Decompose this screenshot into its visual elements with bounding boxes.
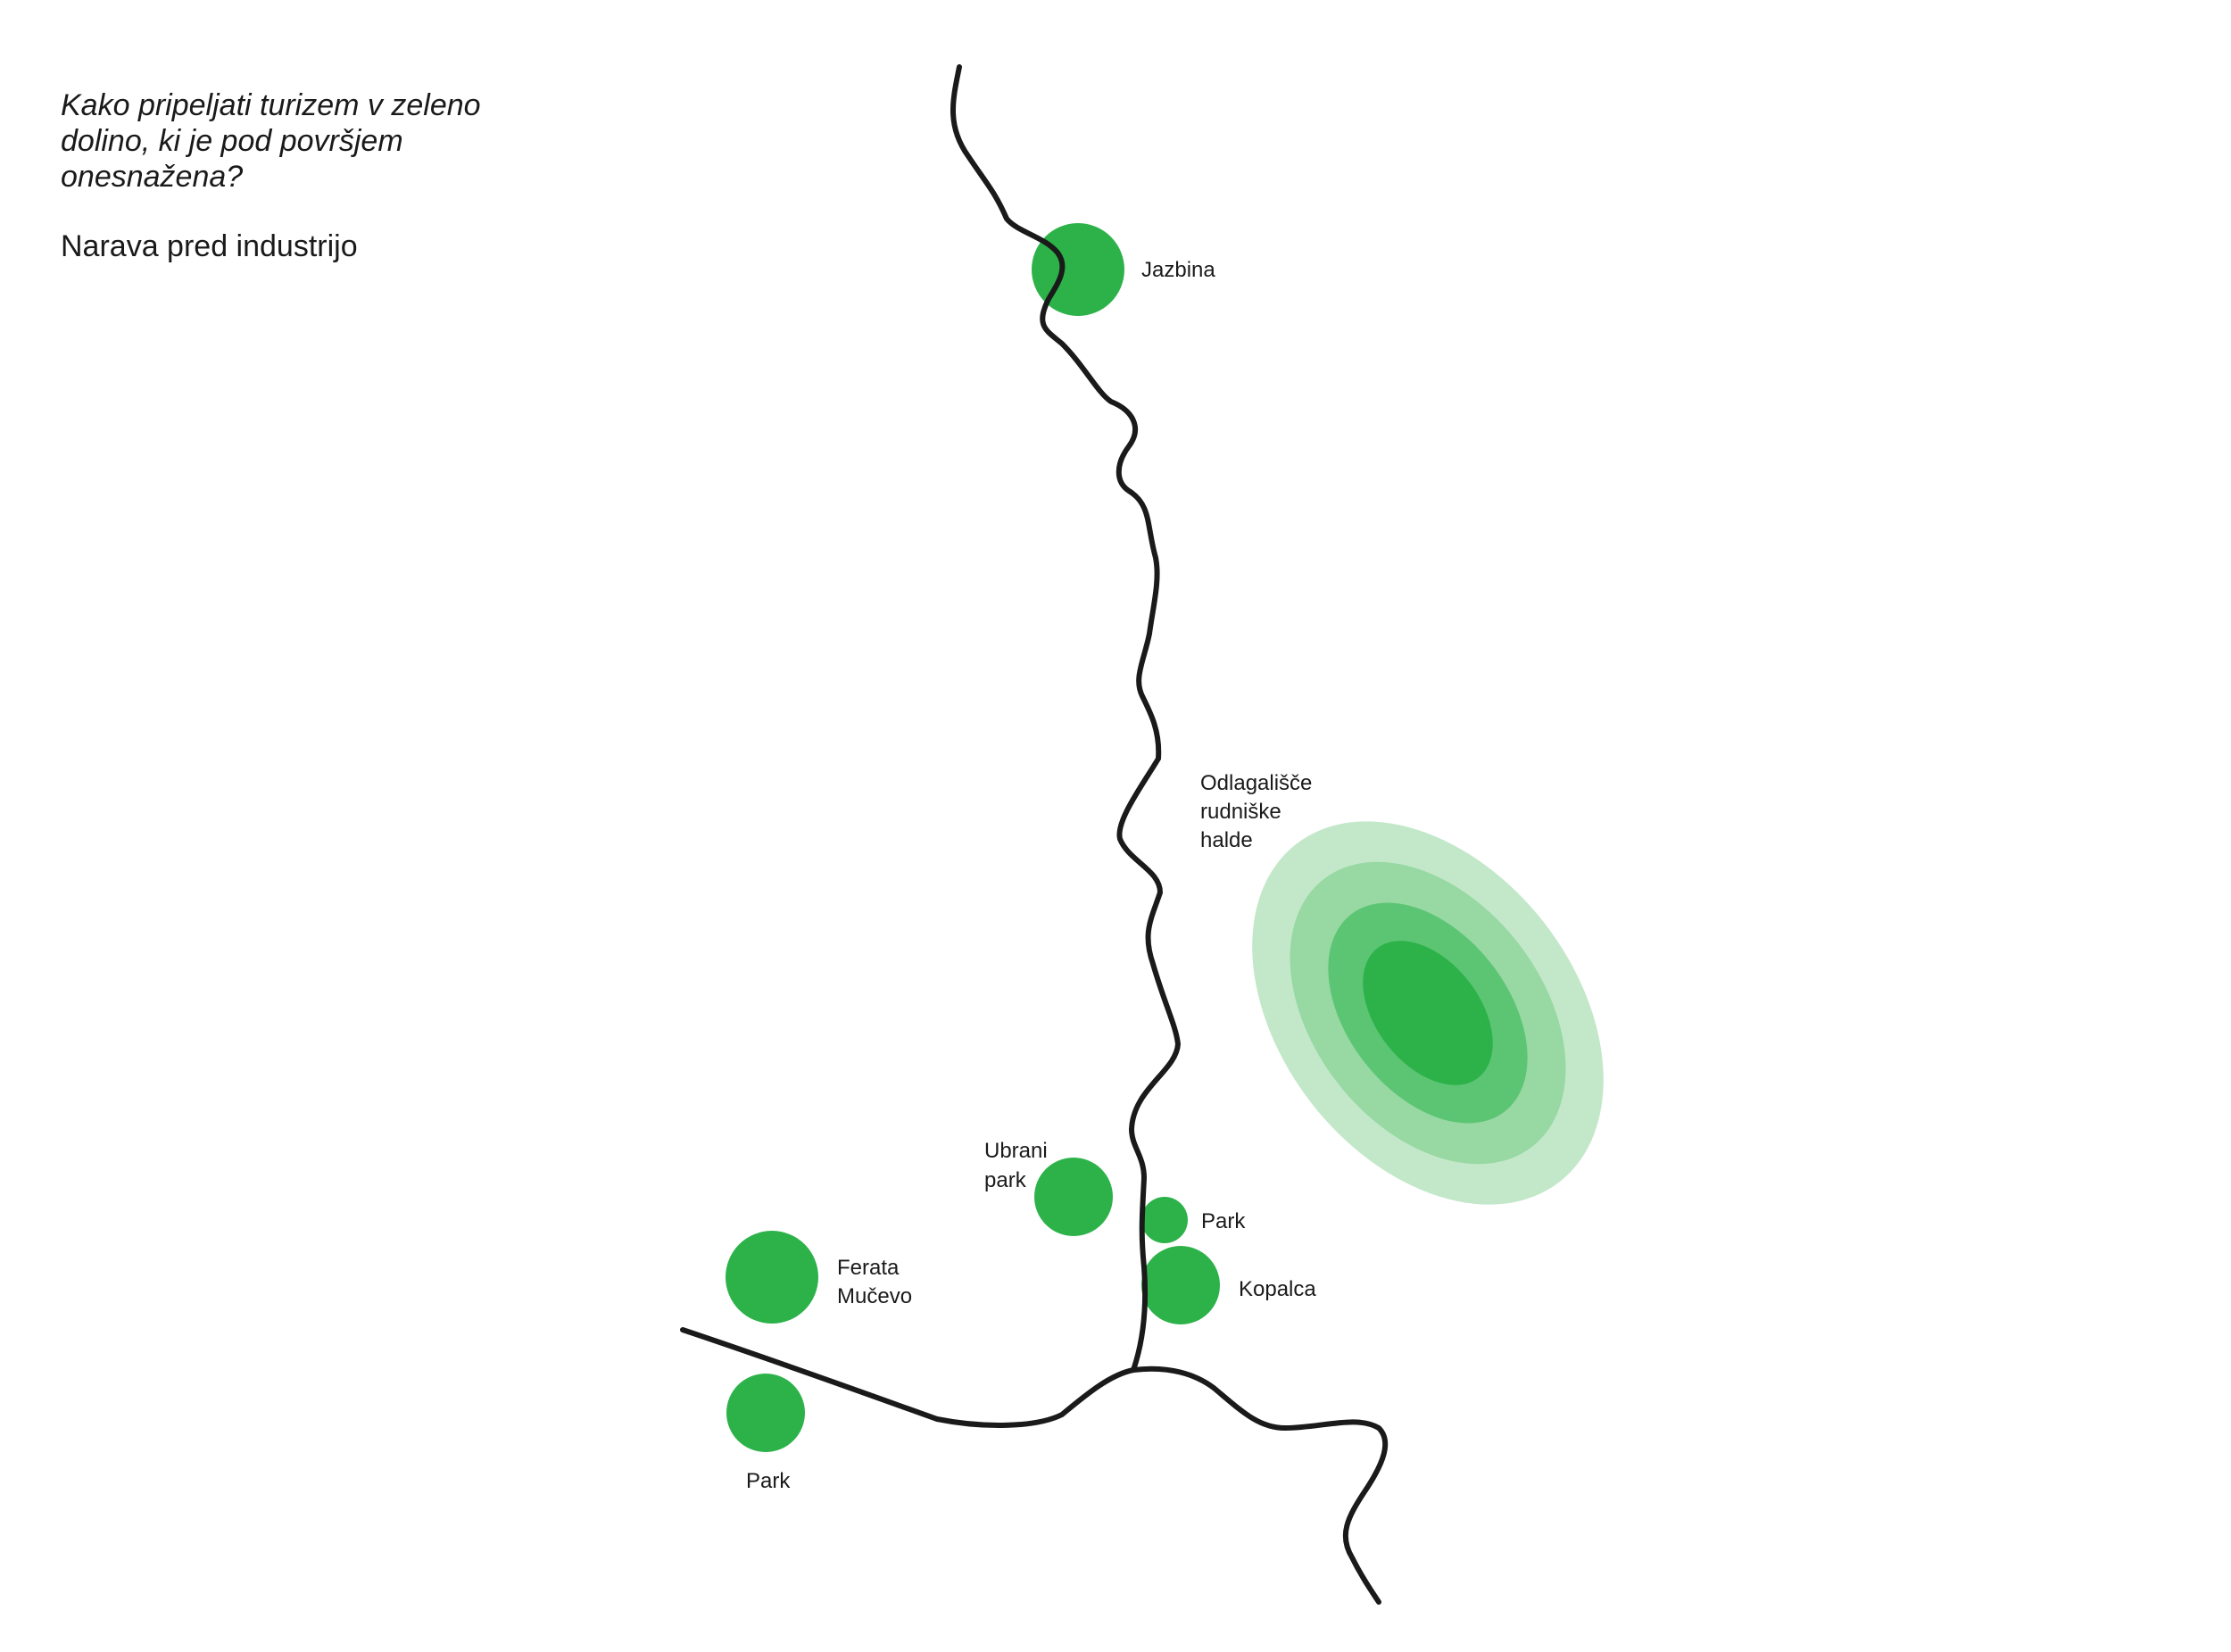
- label-ubrani-1: Ubrani: [984, 1139, 1048, 1163]
- label-ubrani-2: park: [984, 1168, 1027, 1192]
- label-jazbina: Jazbina: [1141, 258, 1215, 282]
- zone-core: [1363, 941, 1493, 1085]
- site-park-sw-icon[interactable]: [726, 1374, 805, 1452]
- heading-question: Kako pripeljati turizem v zeleno dolino,…: [61, 88, 481, 194]
- river-main: [950, 64, 1181, 1373]
- site-ferata-icon[interactable]: [726, 1231, 818, 1324]
- contamination-zone-icon: [1252, 821, 1604, 1205]
- site-park-small-icon[interactable]: [1141, 1197, 1188, 1243]
- label-ferata-2: Mučevo: [837, 1284, 912, 1308]
- label-park-sw: Park: [746, 1469, 791, 1493]
- site-kopalca-icon[interactable]: [1141, 1246, 1220, 1324]
- site-ubrani-park-icon[interactable]: [1034, 1158, 1113, 1236]
- heading-subtitle: Narava pred industrijo: [61, 229, 358, 263]
- label-odlagalisce-1: Odlagališče: [1200, 771, 1312, 795]
- label-ferata-1: Ferata: [837, 1256, 900, 1280]
- map-heading: Kako pripeljati turizem v zeleno dolino,…: [61, 87, 596, 264]
- label-park-small: Park: [1201, 1209, 1246, 1233]
- river-cross: [680, 1327, 1389, 1605]
- label-odlagalisce-2: rudniške: [1200, 800, 1281, 824]
- label-odlagalisce-3: halde: [1200, 828, 1253, 852]
- label-kopalca: Kopalca: [1239, 1277, 1316, 1301]
